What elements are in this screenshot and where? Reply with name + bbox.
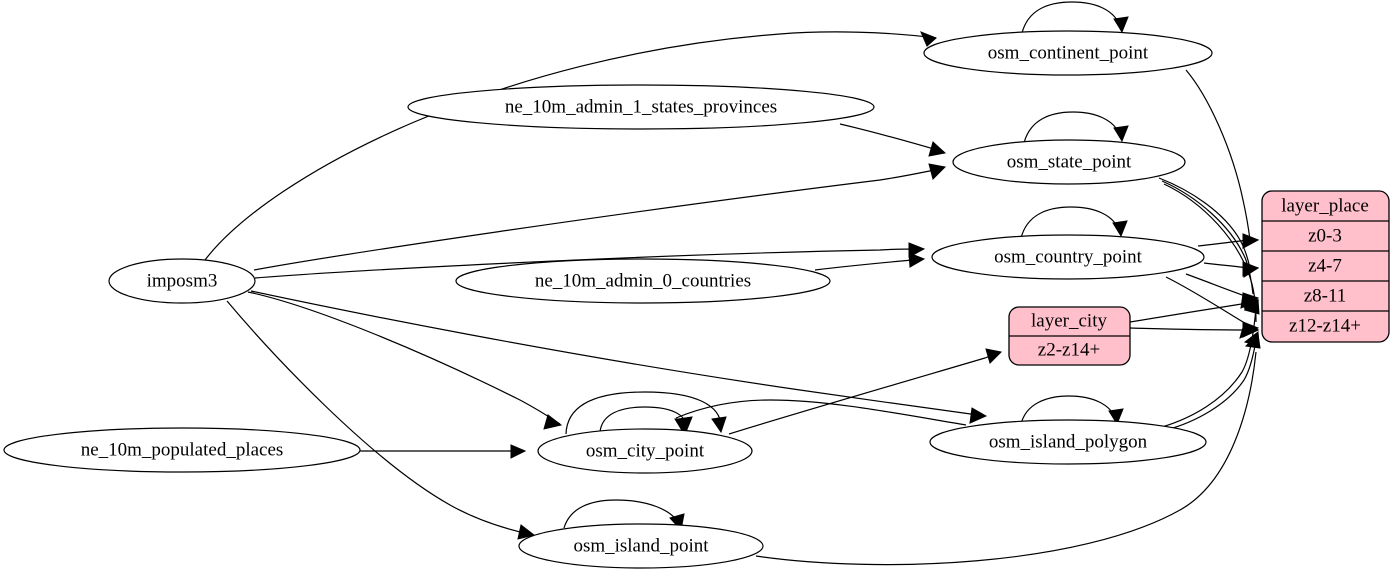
layer_place-body[interactable] bbox=[1261, 190, 1390, 343]
self-loop-osm_country_point bbox=[1020, 206, 1121, 239]
edge-osm_island_polygon-to-layer_place-z12-z14 bbox=[1165, 339, 1257, 431]
arrowhead bbox=[543, 414, 563, 430]
node-osm_city_point[interactable]: osm_city_point bbox=[537, 428, 753, 474]
edge-imposm3-to-osm_city_point bbox=[247, 291, 561, 425]
node-ne_10m_admin_1_states_provinces[interactable]: ne_10m_admin_1_states_provinces bbox=[407, 84, 875, 130]
node-shape[interactable] bbox=[929, 419, 1207, 465]
arrowhead bbox=[517, 524, 536, 540]
node-label: osm_island_point bbox=[573, 535, 709, 556]
arrowhead bbox=[928, 141, 947, 157]
layer_place-title: layer_place bbox=[1281, 195, 1369, 216]
node-label: osm_country_point bbox=[994, 246, 1142, 267]
edge-osm_island_point-to-layer_place-z12-z14 bbox=[755, 351, 1257, 566]
edge-layer bbox=[204, 1, 1261, 566]
node-osm_island_point[interactable]: osm_island_point bbox=[518, 523, 764, 569]
node-label: osm_state_point bbox=[1007, 151, 1132, 172]
node-shape[interactable] bbox=[518, 523, 764, 569]
edge-imposm3-to-osm_state_point bbox=[253, 167, 945, 271]
arrowhead bbox=[1242, 261, 1260, 277]
layer_place-row-z0-3[interactable]: z0-3 bbox=[1308, 225, 1342, 246]
layer_place-row-z8-11[interactable]: z8-11 bbox=[1304, 285, 1347, 306]
arrowhead bbox=[1242, 323, 1260, 338]
arrowhead bbox=[969, 407, 988, 424]
self-loop-osm_continent_point bbox=[1021, 1, 1122, 34]
table-nodes: osm_continent_point osm_state_point osm_… bbox=[518, 30, 1213, 569]
arrowhead bbox=[920, 31, 937, 47]
node-shape[interactable] bbox=[407, 84, 875, 130]
node-shape[interactable] bbox=[537, 428, 753, 474]
arrowhead bbox=[908, 252, 926, 268]
arrowhead bbox=[1112, 220, 1128, 238]
edge-imposm3-to-osm_country_point bbox=[254, 248, 924, 279]
arrowhead bbox=[1242, 295, 1260, 311]
node-osm_state_point[interactable]: osm_state_point bbox=[952, 139, 1186, 185]
edge-osm_country_point-to-layer_place-z0-3 bbox=[1197, 239, 1249, 247]
arrowhead bbox=[1108, 408, 1124, 426]
node-shape[interactable] bbox=[108, 258, 256, 304]
arrowhead bbox=[908, 242, 926, 258]
node-shape[interactable] bbox=[952, 139, 1186, 185]
edge-osm_state_point-to-layer_place-z8-11 bbox=[1161, 180, 1254, 295]
node-shape[interactable] bbox=[455, 258, 831, 304]
edge-osm_continent_point-to-layer_place-z0-3 bbox=[1185, 69, 1251, 241]
node-label: ne_10m_admin_0_countries bbox=[535, 270, 751, 291]
edge-osm_country_point-to-layer_place-z4-7 bbox=[1203, 262, 1249, 269]
self-loop-outer-osm_city_point bbox=[565, 391, 722, 435]
layer_place-row-z4-7[interactable]: z4-7 bbox=[1308, 255, 1342, 276]
edge-osm_country_point-to-layer_place-z12-z14 bbox=[1165, 276, 1249, 326]
node-label: imposm3 bbox=[147, 270, 218, 291]
source-nodes: imposm3 ne_10m_admin_1_states_provinces … bbox=[3, 84, 875, 473]
edge-imposm3-to-osm_continent_point bbox=[204, 31, 937, 261]
node-imposm3[interactable]: imposm3 bbox=[108, 258, 256, 304]
arrowhead bbox=[677, 416, 693, 434]
edge-ne_states-to-osm_state_point bbox=[839, 123, 945, 153]
node-osm_island_polygon[interactable]: osm_island_polygon bbox=[929, 419, 1207, 465]
node-shape[interactable] bbox=[3, 427, 361, 473]
arrowhead bbox=[1244, 332, 1261, 349]
arrowhead bbox=[985, 348, 1003, 364]
node-label: osm_continent_point bbox=[988, 42, 1149, 63]
node-layer_place[interactable]: layer_place z0-3 z4-7 z8-11 z12-z14+ bbox=[1261, 190, 1390, 343]
node-osm_country_point[interactable]: osm_country_point bbox=[931, 234, 1205, 280]
edge-osm_city_point-to-layer_city bbox=[728, 352, 1001, 435]
record-nodes: layer_place z0-3 z4-7 z8-11 z12-z14+ lay… bbox=[1008, 190, 1390, 366]
edge-ne_countries-to-osm_country_point bbox=[814, 258, 924, 271]
node-label: ne_10m_populated_places bbox=[81, 439, 284, 460]
node-shape[interactable] bbox=[923, 30, 1213, 76]
node-label: osm_island_polygon bbox=[989, 431, 1148, 452]
node-label: osm_city_point bbox=[586, 440, 705, 461]
self-loop-osm_island_polygon bbox=[1020, 395, 1117, 425]
edge-osm_island_polygon-to-layer_place-z8-11 bbox=[1161, 307, 1257, 428]
edge-osm_state_point-to-layer_place-z4-7 bbox=[1158, 177, 1250, 265]
arrowhead bbox=[510, 444, 527, 459]
edge-layer_city-to-layer_place-z12-z14 bbox=[1129, 327, 1249, 331]
layer_city-row-z2-z14plus[interactable]: z2-z14+ bbox=[1038, 339, 1100, 360]
arrowhead bbox=[928, 163, 947, 180]
edge-imposm3-to-osm_island_point bbox=[226, 300, 534, 536]
arrowhead bbox=[1113, 16, 1129, 34]
self-loop-osm_island_point bbox=[563, 499, 680, 529]
arrowhead bbox=[1242, 233, 1260, 249]
layer_city-title: layer_city bbox=[1031, 310, 1107, 331]
edge-layer_city-to-layer_place-z8-11 bbox=[1129, 302, 1249, 323]
node-label: ne_10m_admin_1_states_provinces bbox=[505, 96, 777, 117]
edge-imposm3-to-osm_island_polygon bbox=[250, 290, 986, 417]
node-shape[interactable] bbox=[931, 234, 1205, 280]
arrowhead bbox=[1113, 125, 1129, 143]
node-osm_continent_point[interactable]: osm_continent_point bbox=[923, 30, 1213, 76]
self-loop-inner-osm_city_point bbox=[599, 406, 687, 433]
self-loop-osm_state_point bbox=[1023, 111, 1122, 144]
node-layer_city[interactable]: layer_city z2-z14+ bbox=[1008, 306, 1131, 366]
node-ne_10m_admin_0_countries[interactable]: ne_10m_admin_0_countries bbox=[455, 258, 831, 304]
layer_place-row-z12-z14plus[interactable]: z12-z14+ bbox=[1289, 315, 1361, 336]
arrowhead bbox=[711, 416, 727, 434]
node-ne_10m_populated_places[interactable]: ne_10m_populated_places bbox=[3, 427, 361, 473]
edge-osm_island_polygon-to-osm_city_point bbox=[675, 399, 967, 426]
